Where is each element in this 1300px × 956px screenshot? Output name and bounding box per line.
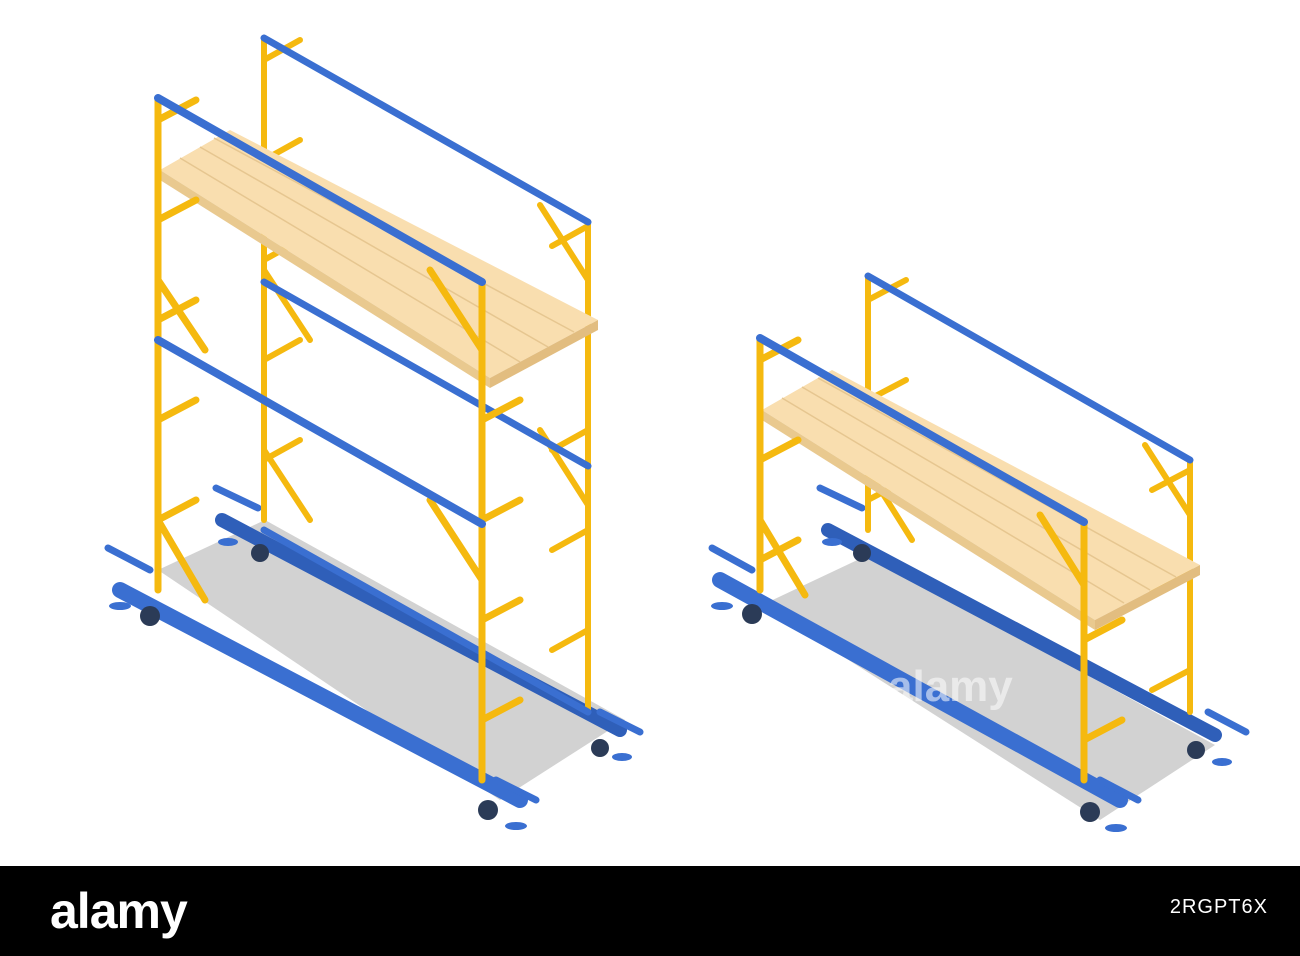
short-scaffold [708,272,1250,832]
alamy-logo: alamy [50,883,188,939]
tall-front-base [104,544,540,830]
short-front-base [708,544,1142,832]
short-scaffold-deck [762,370,1200,630]
short-front-frame [756,336,1126,784]
scaffold-drawing [104,34,1250,832]
tall-scaffold-deck [160,130,598,388]
stock-footer-bar: alamy 2RGPT6X [0,866,1300,956]
short-back-base [816,484,1250,766]
tall-front-guard-rails [154,94,486,528]
scaffolding-illustration: alamy [104,34,1250,832]
short-back-guard-rails [864,272,1194,464]
tall-scaffold [104,34,644,830]
short-scaffold-shadow [762,555,1215,820]
image-id-label: 2RGPT6X [1169,896,1268,918]
tall-back-guard-rails [260,34,592,716]
tall-scaffold-shadow [158,520,625,800]
short-front-guard-rails [756,334,1088,526]
watermark-text: alamy [888,662,1013,711]
